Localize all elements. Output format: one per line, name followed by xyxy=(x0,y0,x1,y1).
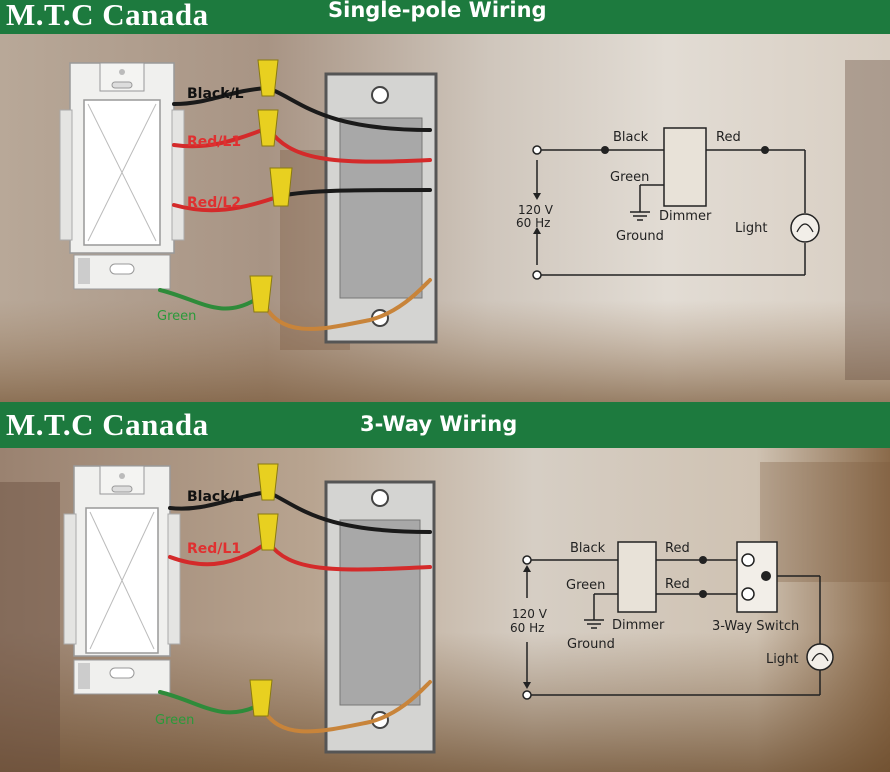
blurred-room-background xyxy=(0,0,890,402)
panel-header: M.T.C Canada 3-Way Wiring xyxy=(0,402,890,448)
dimmer-block xyxy=(663,127,707,207)
sch-red-top: Red xyxy=(665,541,690,556)
wire-nut-3 xyxy=(249,679,273,717)
sch-voltage: 120 V xyxy=(512,607,548,621)
wire-nut-1 xyxy=(257,59,279,97)
wire-nut-2 xyxy=(257,513,279,551)
sch-ground: Ground xyxy=(567,637,615,652)
sch-light: Light xyxy=(766,652,798,667)
electrical-box xyxy=(324,480,436,754)
sch-frequency: 60 Hz xyxy=(516,216,550,230)
wire-nuts xyxy=(249,59,293,313)
label-red-l1: Red/L1 xyxy=(187,541,241,557)
sch-green: Green xyxy=(566,578,605,593)
sch-red: Red xyxy=(716,130,741,145)
label-red-l2: Red/L2 xyxy=(187,195,241,211)
dimmer-switch xyxy=(59,62,185,290)
sch-dimmer: Dimmer xyxy=(612,618,665,633)
wire-nut-4 xyxy=(249,275,273,313)
wire-nuts xyxy=(249,463,279,717)
wire-nut-1 xyxy=(257,463,279,501)
brand-name: M.T.C Canada xyxy=(6,407,209,442)
panel-header: M.T.C Canada Single-pole Wiring xyxy=(0,0,890,34)
single-pole-schematic: Black Red Green Dimmer Ground 120 V 60 H… xyxy=(516,127,820,280)
sch-frequency: 60 Hz xyxy=(510,621,544,635)
label-red-l1: Red/L1 xyxy=(187,134,241,150)
wiring-illustration: Black/L Red/L1 Green xyxy=(63,463,436,754)
sch-three-way-switch: 3-Way Switch xyxy=(712,619,799,634)
wires xyxy=(158,86,432,331)
wiring-title: Single-pole Wiring xyxy=(328,0,547,22)
light-symbol xyxy=(790,213,820,243)
label-green: Green xyxy=(155,713,194,728)
sch-ground: Ground xyxy=(616,229,664,244)
three-way-schematic: Black Red Red Green Dimmer Ground 120 V … xyxy=(510,541,834,700)
wire-nut-2 xyxy=(257,109,279,147)
wiring-illustration: Black/L Red/L1 Red/L2 Green xyxy=(59,59,438,344)
single-pole-panel: M.T.C Canada Single-pole Wiring xyxy=(0,0,890,402)
sch-light: Light xyxy=(735,221,767,236)
wires xyxy=(158,490,432,734)
wire-nut-3 xyxy=(269,167,293,207)
light-symbol xyxy=(806,643,834,671)
sch-dimmer: Dimmer xyxy=(659,209,712,224)
brand-name: M.T.C Canada xyxy=(6,0,209,32)
sch-green: Green xyxy=(610,170,649,185)
sch-black: Black xyxy=(613,130,649,145)
sch-red-bottom: Red xyxy=(665,577,690,592)
label-black-l: Black/L xyxy=(187,489,244,505)
label-green: Green xyxy=(157,309,196,324)
three-way-panel: M.T.C Canada 3-Way Wiring xyxy=(0,402,890,772)
blurred-room-background xyxy=(0,402,890,772)
dimmer-switch xyxy=(63,465,181,695)
electrical-box xyxy=(324,72,438,344)
label-black-l: Black/L xyxy=(187,86,244,102)
three-way-switch-symbol xyxy=(736,541,778,613)
sch-voltage: 120 V xyxy=(518,203,554,217)
wiring-title: 3-Way Wiring xyxy=(360,412,518,436)
sch-black: Black xyxy=(570,541,606,556)
dimmer-block xyxy=(617,541,657,613)
